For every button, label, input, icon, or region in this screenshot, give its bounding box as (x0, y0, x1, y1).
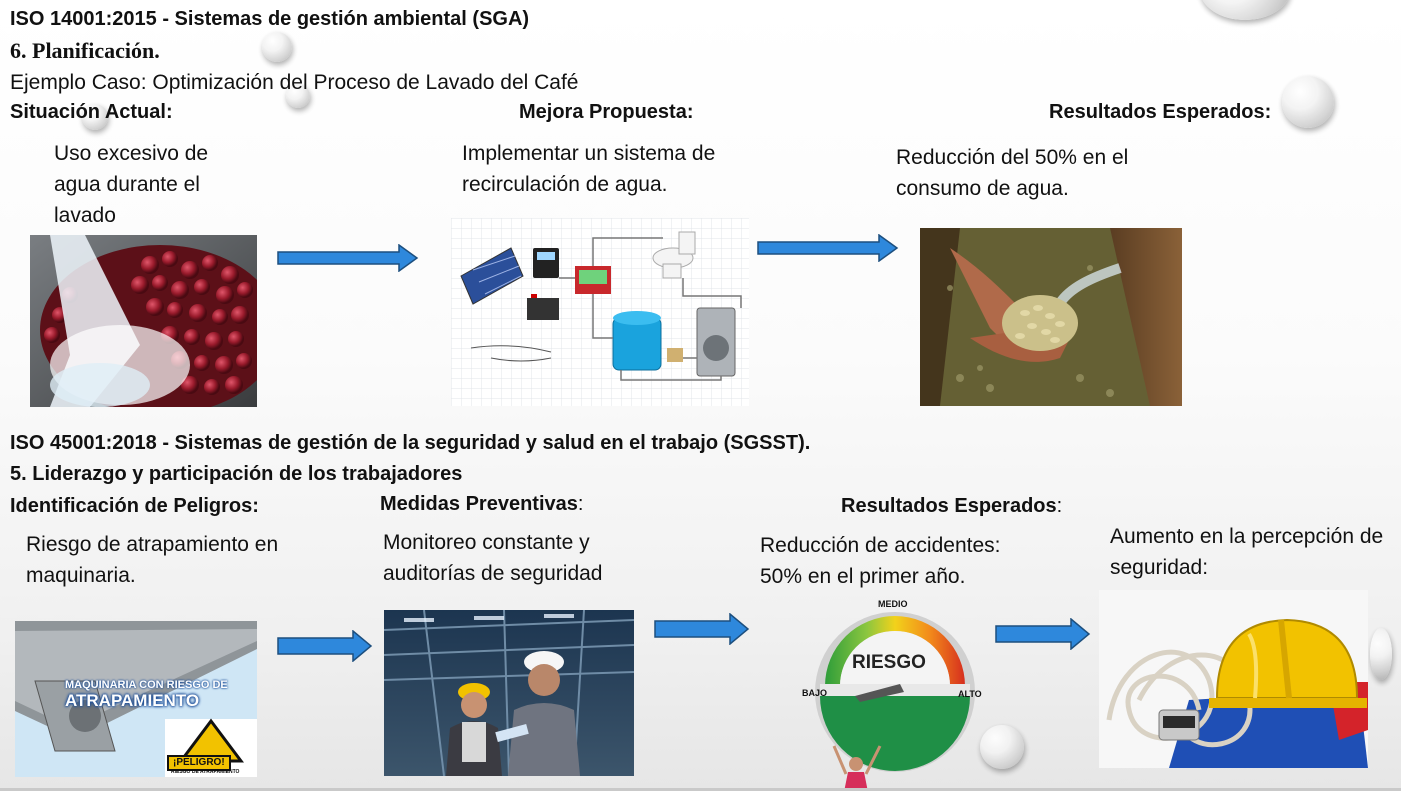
expected-results-2-heading-label: Resultados Esperados (841, 495, 1057, 517)
preventive-measures-heading-label: Medidas Preventivas (380, 493, 578, 515)
workers-with-helmets-photo (384, 610, 634, 776)
gauge-label: RIESGO (852, 652, 926, 673)
preventive-measures-heading-colon: : (577, 493, 584, 515)
section1-title: ISO 14001:2015 - Sistemas de gestión amb… (10, 8, 530, 30)
safety-helmet-harness-photo (1099, 590, 1368, 768)
bottom-divider (0, 788, 1401, 791)
water-drop-icon (1370, 628, 1392, 680)
right-arrow-icon (654, 613, 750, 645)
sign-warning-subtext: RIESGO DE ATRAPAMIENTO (171, 769, 240, 775)
right-arrow-icon (277, 630, 373, 662)
sign-main-text: ATRAPAMIENTO (65, 691, 200, 710)
entrapment-warning-sign: MAQUINARIA CON RIESGO DE ATRAPAMIENTO ¡P… (15, 621, 257, 777)
expected-results-heading: Resultados Esperados: (1049, 101, 1272, 123)
washed-coffee-beans-photo (920, 228, 1182, 406)
current-situation-text: Uso excesivo de agua durante el lavado (54, 142, 209, 227)
hazard-identification-text: Riesgo de atrapamiento en maquinaria. (26, 533, 279, 587)
water-drop-icon (262, 32, 292, 62)
right-arrow-icon (995, 618, 1091, 650)
warning-sign-icon: ¡PELIGRO! (167, 755, 231, 771)
preventive-measures-heading: Medidas Preventivas: (380, 493, 583, 516)
preventive-measures-text: Monitoreo constante y auditorías de segu… (383, 531, 603, 585)
water-drop-icon (1282, 76, 1334, 128)
safety-perception-text: Aumento en la percepción de seguridad: (1110, 525, 1384, 579)
section2-title: ISO 45001:2018 - Sistemas de gestión de … (10, 432, 811, 454)
hazard-identification-heading: Identificación de Peligros: (10, 495, 259, 517)
section1-example: Ejemplo Caso: Optimización del Proceso d… (10, 71, 579, 94)
sign-top-text: MAQUINARIA CON RIESGO DE (65, 679, 228, 691)
expected-results-2-heading: Resultados Esperados: (841, 495, 1062, 518)
current-situation-heading: Situación Actual: (10, 101, 173, 123)
water-drop-icon (82, 104, 108, 130)
water-drop-icon (286, 84, 310, 108)
proposed-improvement-text: Implementar un sistema de recirculación … (462, 142, 716, 196)
expected-results-2-heading-colon: : (1056, 495, 1063, 517)
gauge-mid-label: MEDIO (878, 599, 908, 609)
water-drop-icon (980, 725, 1024, 769)
gauge-high-label: ALTO (958, 689, 982, 699)
water-drop-icon (1200, 0, 1290, 20)
risk-gauge-icon: RIESGO BAJO MEDIO ALTO (800, 596, 990, 791)
water-recirculation-diagram (451, 218, 749, 406)
section2-subtitle: 5. Liderazgo y participación de los trab… (10, 463, 463, 485)
gauge-low-label: BAJO (802, 688, 828, 698)
coffee-washing-photo (30, 235, 257, 407)
right-arrow-icon (757, 234, 899, 262)
proposed-improvement-heading: Mejora Propuesta: (519, 101, 694, 123)
expected-results-text: Reducción del 50% en el consumo de agua. (896, 146, 1129, 200)
sign-warning-text: ¡PELIGRO! (173, 757, 225, 768)
section1-subtitle: 6. Planificación. (10, 38, 160, 63)
expected-results-2-text: Reducción de accidentes: 50% en el prime… (760, 534, 1001, 588)
right-arrow-icon (277, 244, 419, 272)
